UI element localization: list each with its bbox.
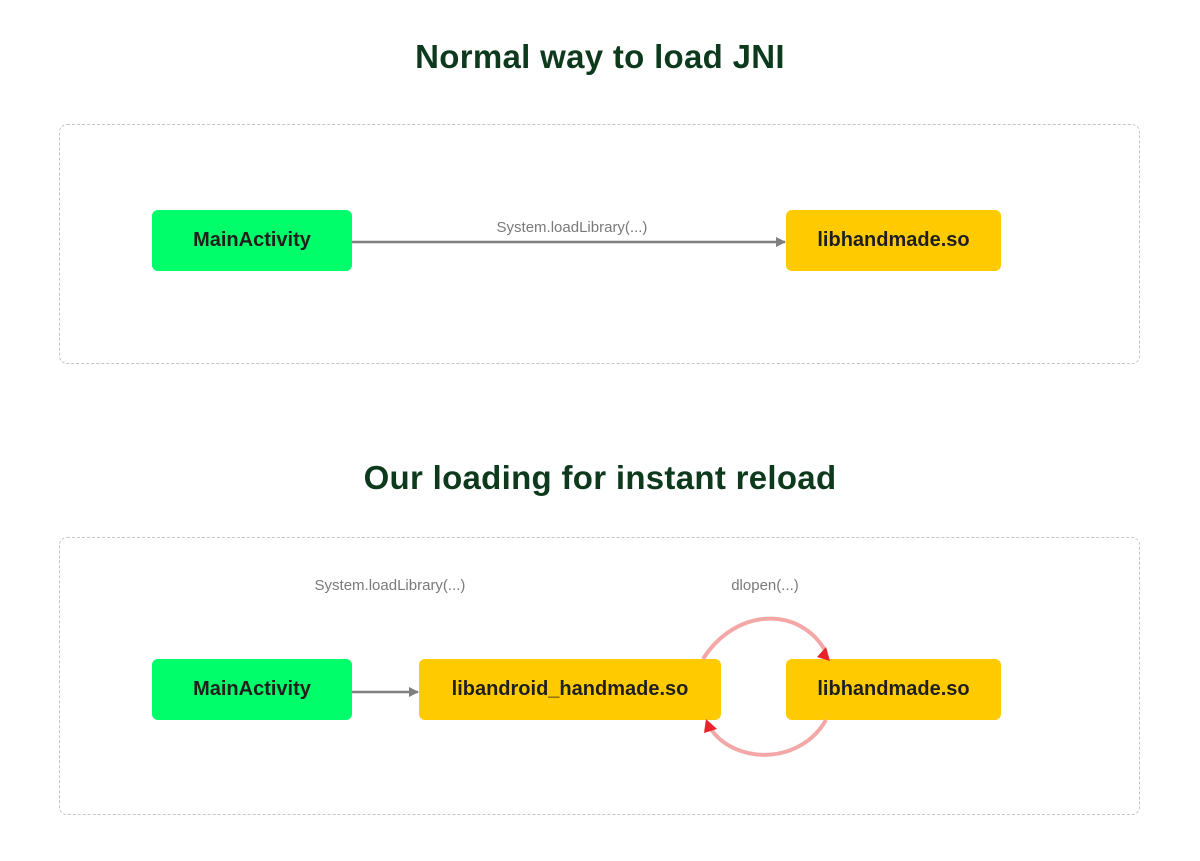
edge-label-load-library-top: System.loadLibrary(...) <box>496 219 648 236</box>
title-instant-reload: Our loading for instant reload <box>363 459 837 496</box>
node-libhandmade-bottom: libhandmade.so <box>786 659 1001 720</box>
node-libhandmade-top: libhandmade.so <box>786 210 1001 271</box>
node-libandroid-handmade: libandroid_handmade.so <box>419 659 721 720</box>
panel-normal-load <box>59 124 1140 364</box>
panel-instant-reload <box>59 537 1140 815</box>
title-normal-load: Normal way to load JNI <box>415 38 785 75</box>
node-main-activity-bottom: MainActivity <box>152 659 352 720</box>
edge-label-dlopen: dlopen(...) <box>731 577 799 594</box>
node-main-activity-top: MainActivity <box>152 210 352 271</box>
edge-label-load-library-bottom: System.loadLibrary(...) <box>314 577 466 594</box>
